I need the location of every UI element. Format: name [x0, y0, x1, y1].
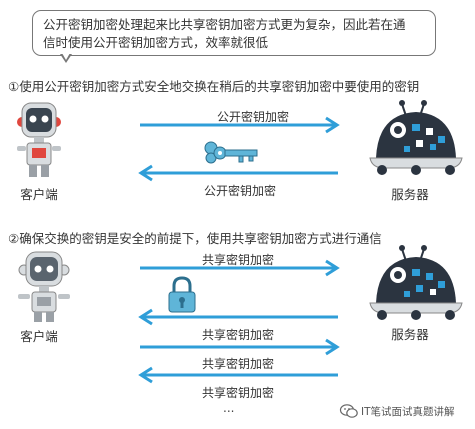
arrow-right	[140, 116, 340, 134]
server-robot-icon	[369, 100, 463, 175]
server-robot-icon	[369, 245, 463, 320]
key-icon	[204, 141, 258, 164]
arrow-right	[140, 338, 340, 356]
arrow-right	[140, 259, 340, 277]
arrow-label-shared-key-1: 共享密钥加密	[201, 253, 274, 267]
arrow-label-shared-key-4: 共享密钥加密	[201, 386, 274, 400]
callout-line-1: 公开密钥加密处理起来比共享密钥加密方式更为复杂，因此若在通	[43, 17, 406, 32]
continuation-ellipsis: ...	[223, 401, 235, 415]
watermark-text: IT笔试面试真题讲解	[361, 406, 455, 418]
arrow-left	[138, 366, 338, 384]
arrow-label-public-key-1: 公开密钥加密	[216, 110, 289, 124]
step-2-heading: ②确保交换的密钥是安全的前提下，使用共享密钥加密方式进行通信	[8, 231, 382, 246]
arrow-left	[138, 308, 338, 326]
intro-callout: 公开密钥加密处理起来比共享密钥加密方式更为复杂，因此若在通 信时使用公开密钥加密…	[32, 10, 436, 56]
padlock-icon	[168, 276, 196, 313]
arrow-label-shared-key-2: 共享密钥加密	[201, 328, 274, 342]
callout-line-2: 信时使用公开密钥加密方式，效率就很低	[43, 35, 269, 50]
server-label: 服务器	[391, 187, 429, 202]
client-robot-icon	[17, 102, 61, 177]
client-label: 客户端	[20, 187, 58, 202]
callout-tail-inner	[61, 53, 70, 60]
client-robot-icon	[18, 251, 70, 322]
server-label: 服务器	[391, 327, 429, 342]
step-1-heading: ①使用公开密钥加密方式安全地交换在稍后的共享密钥加密中要使用的密钥	[8, 79, 420, 94]
wechat-icon	[339, 404, 358, 418]
arrow-label-public-key-2: 公开密钥加密	[203, 184, 276, 198]
arrow-label-shared-key-3: 共享密钥加密	[201, 357, 274, 371]
client-label: 客户端	[20, 329, 58, 344]
arrow-left	[138, 164, 338, 182]
